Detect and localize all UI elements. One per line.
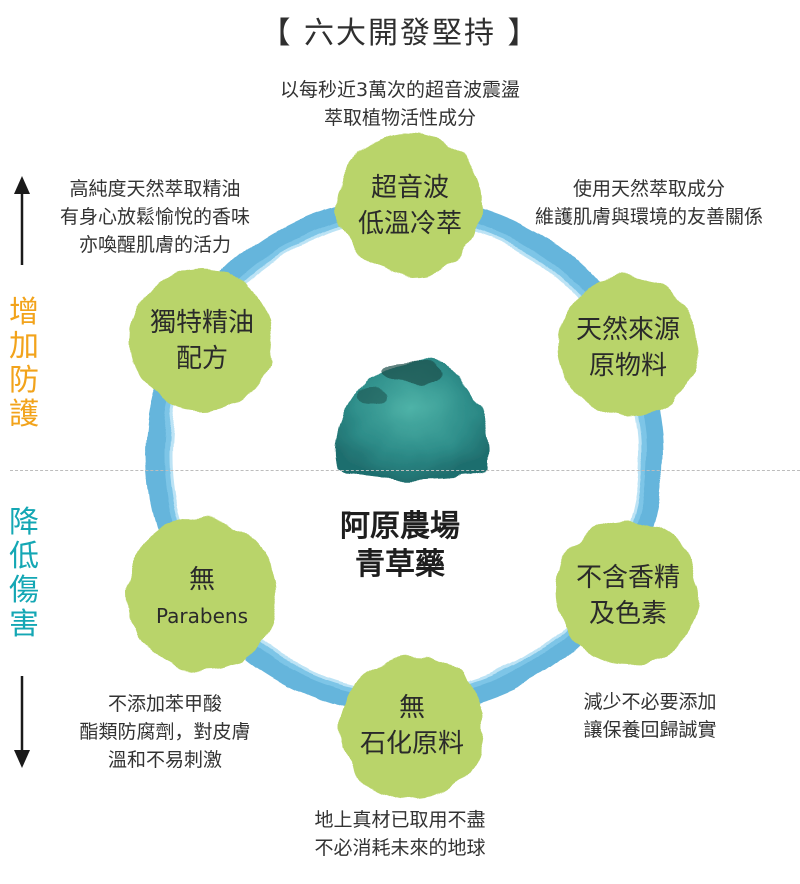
node-label-line: 無	[122, 562, 282, 598]
caption-line: 有身心放鬆愉悅的香味	[30, 203, 280, 231]
center-label-line: 阿原農場	[310, 508, 490, 546]
caption-line: 萃取植物活性成分	[200, 104, 600, 132]
node-nopetro: 無 石化原料	[332, 690, 492, 762]
caption-bottom: 地上真材已取用不盡 不必消耗未來的地球	[250, 806, 550, 862]
caption-line: 地上真材已取用不盡	[250, 806, 550, 834]
reduce-harm-label: 降 低 傷 害	[4, 506, 44, 642]
divider-line	[10, 470, 800, 471]
caption-upper-right: 使用天然萃取成分 維護肌膚與環境的友善關係	[500, 175, 798, 231]
side-char: 降	[4, 506, 44, 540]
caption-line: 溫和不易刺激	[40, 746, 290, 774]
caption-line: 亦喚醒肌膚的活力	[30, 231, 280, 259]
increase-protection-label: 增 加 防 護	[4, 296, 44, 432]
node-oils: 獨特精油 配方	[122, 305, 282, 377]
side-char: 害	[4, 608, 44, 642]
caption-line: 讓保養回歸誠實	[540, 716, 760, 744]
node-label-line: 不含香精	[548, 560, 708, 596]
node-label-line: 無	[332, 690, 492, 726]
caption-line: 酯類防腐劑，對皮膚	[40, 718, 290, 746]
side-char: 加	[4, 330, 44, 364]
node-ultrasonic: 超音波 低溫冷萃	[330, 170, 490, 242]
caption-line: 使用天然萃取成分	[500, 175, 798, 203]
node-label-line: Parabens	[122, 598, 282, 634]
center-label: 阿原農場 青草藥	[310, 508, 490, 584]
node-label-line: 獨特精油	[122, 305, 282, 341]
caption-line: 高純度天然萃取精油	[30, 175, 280, 203]
node-label-line: 天然來源	[548, 312, 708, 348]
caption-line: 不必消耗未來的地球	[250, 834, 550, 862]
node-natural: 天然來源 原物料	[548, 312, 708, 384]
caption-lower-left: 不添加苯甲酸 酯類防腐劑，對皮膚 溫和不易刺激	[40, 690, 290, 774]
caption-line: 減少不必要添加	[540, 688, 760, 716]
node-label-line: 配方	[122, 341, 282, 377]
side-char: 低	[4, 540, 44, 574]
side-char: 護	[4, 398, 44, 432]
center-label-line: 青草藥	[310, 546, 490, 584]
node-label-line: 石化原料	[332, 726, 492, 762]
side-char: 增	[4, 296, 44, 330]
node-label-line: 超音波	[330, 170, 490, 206]
caption-lower-right: 減少不必要添加 讓保養回歸誠實	[540, 688, 760, 744]
caption-line: 維護肌膚與環境的友善關係	[500, 203, 798, 231]
node-label-line: 原物料	[548, 348, 708, 384]
center-mound-graphic	[336, 360, 489, 480]
decrease-arrow	[14, 676, 30, 768]
page-title: 【 六大開發堅持 】	[0, 8, 800, 52]
caption-line: 不添加苯甲酸	[40, 690, 290, 718]
node-label-line: 及色素	[548, 596, 708, 632]
caption-line: 以每秒近3萬次的超音波震盪	[200, 76, 600, 104]
node-noparabens: 無 Parabens	[122, 562, 282, 634]
increase-arrow	[14, 176, 30, 265]
side-char: 傷	[4, 574, 44, 608]
node-label-line: 低溫冷萃	[330, 206, 490, 242]
caption-top: 以每秒近3萬次的超音波震盪 萃取植物活性成分	[200, 76, 600, 132]
node-nofragrance: 不含香精 及色素	[548, 560, 708, 632]
caption-upper-left: 高純度天然萃取精油 有身心放鬆愉悅的香味 亦喚醒肌膚的活力	[30, 175, 280, 259]
side-char: 防	[4, 364, 44, 398]
